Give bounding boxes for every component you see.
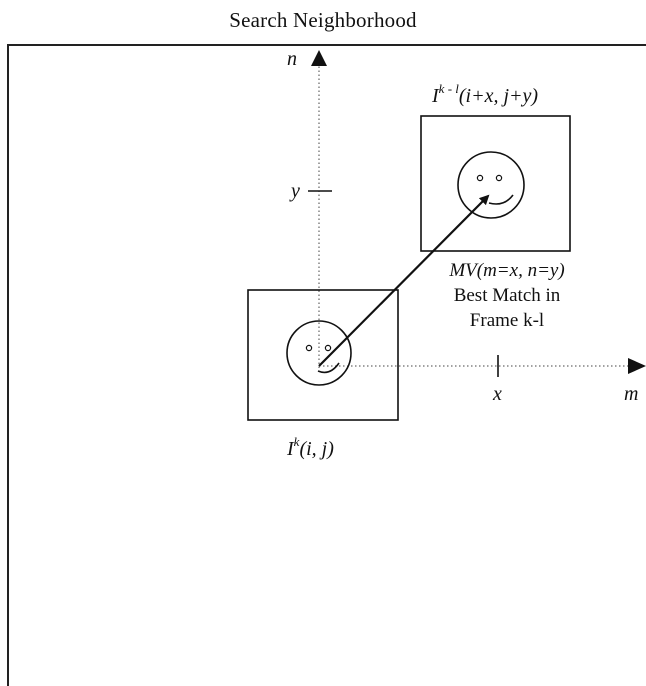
motion-vector-label: MV(m=x, n=y): [449, 260, 565, 281]
current-block: [247, 289, 399, 421]
best-match-line1: Best Match in: [453, 285, 561, 306]
x-tick-label: x: [493, 383, 502, 405]
motion-vector-arrow: [318, 194, 490, 367]
current-smiley: [286, 320, 352, 386]
search-neighborhood-frame: [7, 44, 646, 686]
diagram-title: Search Neighborhood: [229, 8, 417, 32]
best-match-caption: MV(m=x, n=y) Best Match in Frame k-l: [432, 258, 582, 333]
best-match-line2: Frame k-l: [469, 310, 545, 331]
m-axis-arrowhead: [628, 358, 646, 374]
n-axis-arrowhead: [311, 50, 327, 66]
reference-block-label: Ik - l(i+x, j+y): [432, 81, 539, 107]
current-block-label: Ik(i, j): [287, 434, 334, 460]
reference-smiley: [457, 151, 525, 219]
n-axis-label: n: [287, 48, 297, 70]
motion-estimation-diagram: [247, 50, 646, 421]
y-tick-label: y: [291, 180, 300, 202]
reference-block: [420, 115, 571, 252]
m-axis-label: m: [624, 383, 639, 405]
